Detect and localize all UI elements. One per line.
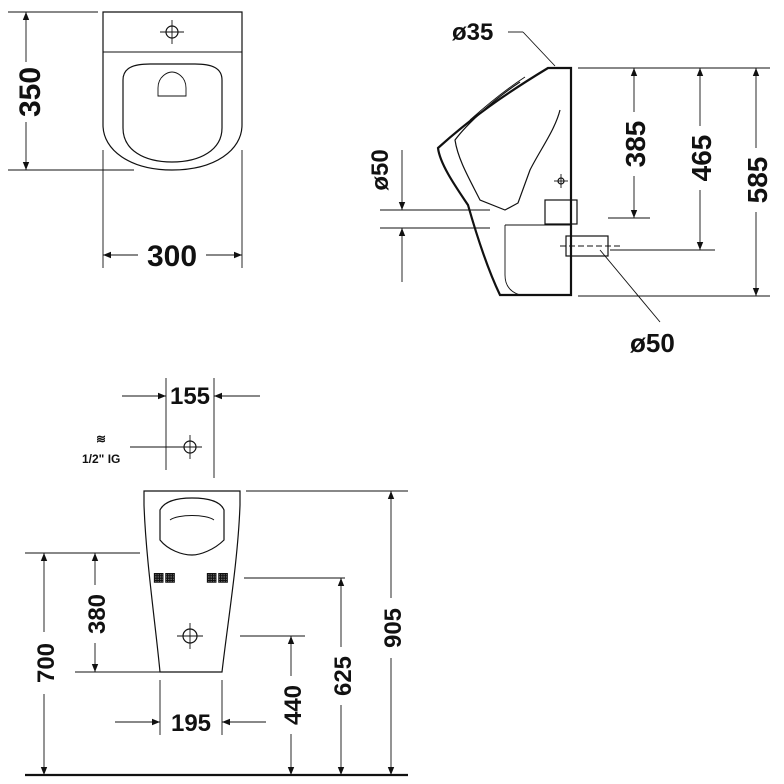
front-view-drain	[177, 623, 203, 649]
front-view-bowl	[159, 497, 225, 556]
dim-195-label: 195	[171, 710, 211, 737]
front-view-logo-right: ▦▦	[206, 570, 229, 584]
front-view-logo-left: ▦▦	[153, 570, 176, 584]
dim-905-label: 905	[380, 608, 407, 648]
dim-625-label: 625	[330, 656, 357, 696]
dim-d35-leader	[522, 31, 556, 67]
front-view: ▦▦ ▦▦ ≋ 1/2" IG 155 700	[25, 378, 408, 777]
dim-440-label: 440	[280, 685, 307, 725]
dim-d50-bottom-label: ø50	[630, 328, 675, 358]
dim-300-label: 300	[147, 240, 197, 273]
dim-155-label: 155	[170, 383, 210, 410]
dim-385-label: 385	[620, 121, 651, 168]
dim-d35-label: ø35	[452, 19, 493, 46]
top-view-inlet-crosshair	[160, 20, 184, 44]
side-view-body	[436, 66, 573, 297]
side-view-inlet-crosshair	[554, 174, 568, 188]
front-view-inlet-crosshair	[178, 435, 202, 459]
side-view: ø35 ø50 ø50 385 465 585	[367, 19, 773, 358]
side-view-inner-bowl	[454, 81, 561, 211]
dim-585-label: 585	[742, 157, 773, 204]
top-view-drain	[157, 71, 187, 97]
dim-d50-left-label: ø50	[367, 149, 394, 190]
dim-465-label: 465	[686, 135, 717, 182]
top-view: 350 300	[8, 11, 243, 273]
side-view-inner-wall	[469, 76, 526, 121]
dim-380-label: 380	[84, 594, 111, 634]
top-view-bowl	[122, 63, 223, 163]
side-view-siphon	[544, 199, 578, 225]
thread-label: 1/2" IG	[82, 452, 120, 466]
water-symbol-icon: ≋	[96, 432, 106, 446]
dim-d50-leader	[599, 249, 661, 323]
front-view-body	[143, 490, 241, 673]
dim-700-label: 700	[33, 643, 60, 683]
top-view-outline	[102, 11, 243, 171]
dim-350-label: 350	[14, 67, 47, 117]
